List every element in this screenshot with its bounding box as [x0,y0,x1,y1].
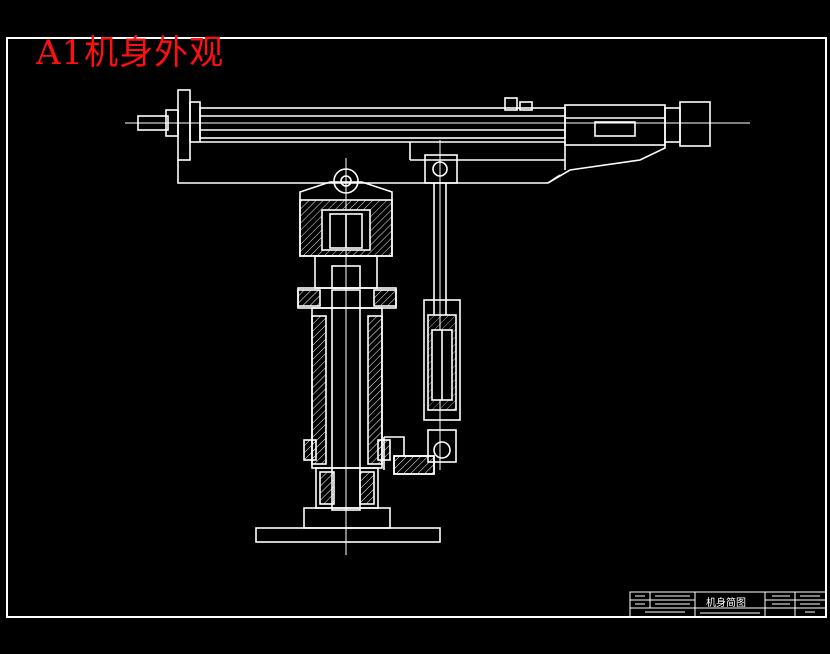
drawing-border [6,37,827,618]
title-block [629,591,827,618]
title-block-drawing-name: 机身简图 [706,598,746,609]
drawing-title: A1机身外观 [36,33,225,73]
column-assembly [255,158,441,555]
arm-assembly [125,89,750,184]
link-cylinder-assembly [383,140,461,475]
